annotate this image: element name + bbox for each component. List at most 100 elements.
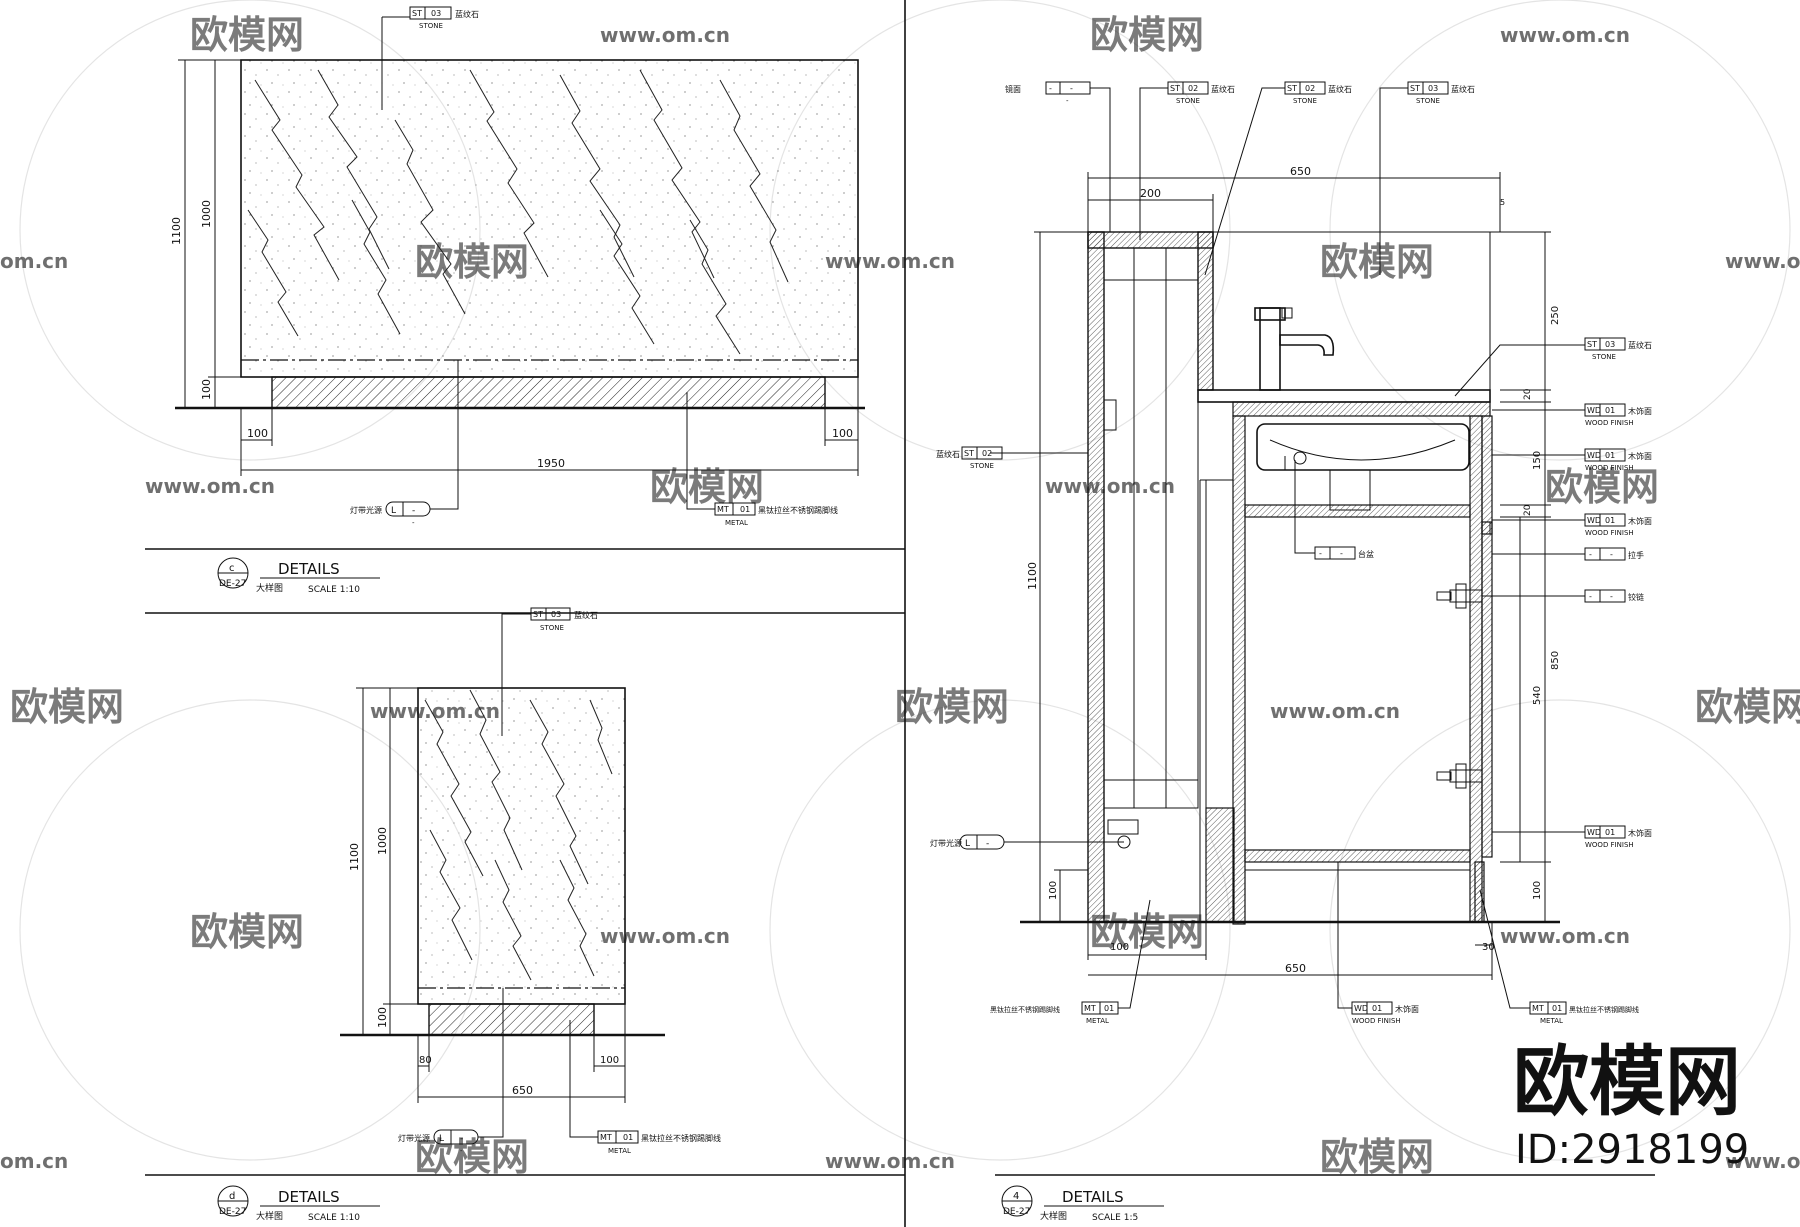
svg-text:MT: MT — [1084, 1004, 1096, 1013]
material-tag-basin: - - 台盆 — [1294, 460, 1374, 560]
svg-text:黑钛拉丝不锈钢踢脚线: 黑钛拉丝不锈钢踢脚线 — [1569, 1005, 1639, 1014]
svg-text:01: 01 — [1605, 516, 1615, 525]
detail-title-d: d DE-27 DETAILS 大样图 SCALE 1:10 — [217, 1185, 380, 1223]
detail-scale: SCALE 1:10 — [308, 1213, 360, 1223]
svg-text:03: 03 — [551, 610, 561, 619]
svg-text:-: - — [460, 1147, 463, 1155]
svg-text:灯带光源: 灯带光源 — [350, 505, 382, 515]
dim-top-left: 200 — [1140, 187, 1161, 200]
stone-wall-top — [1087, 231, 1214, 249]
detail-title: DETAILS — [1062, 1188, 1124, 1206]
svg-text:L: L — [965, 839, 970, 849]
dim-r-20b: 20 — [1523, 504, 1533, 516]
svg-text:蓝纹石: 蓝纹石 — [1451, 84, 1475, 94]
detail-subtitle: 大样图 — [256, 1210, 283, 1222]
svg-text:ST: ST — [412, 9, 422, 18]
svg-text:02: 02 — [1305, 84, 1315, 93]
countertop — [1197, 389, 1491, 403]
material-tag-metal: MT 01 黑钛拉丝不锈钢踢脚线 METAL — [597, 1130, 721, 1155]
dim-top-total: 650 — [1290, 165, 1311, 178]
svg-text:ST: ST — [1287, 84, 1297, 93]
material-tag-mirror: - - 镜面 - — [1005, 81, 1111, 233]
svg-text:STONE: STONE — [1293, 97, 1317, 105]
svg-text:STONE: STONE — [419, 22, 443, 30]
svg-text:MT: MT — [717, 505, 729, 514]
wall-cavity — [1103, 247, 1199, 809]
svg-text:WOOD FINISH: WOOD FINISH — [1585, 419, 1634, 427]
svg-text:蓝纹石: 蓝纹石 — [936, 449, 960, 459]
svg-text:蓝纹石: 蓝纹石 — [1328, 84, 1352, 94]
svg-text:拉手: 拉手 — [1628, 550, 1644, 560]
svg-text:-: - — [1319, 549, 1322, 558]
svg-text:WOOD FINISH: WOOD FINISH — [1585, 529, 1634, 537]
svg-text:03: 03 — [431, 9, 441, 18]
dim-bottom-right: 30 — [1482, 942, 1495, 953]
svg-text:-: - — [986, 839, 989, 849]
material-tag-light: L - 灯带光源 — [930, 834, 1124, 850]
svg-text:ST: ST — [1587, 340, 1597, 349]
dim-bottom-total: 650 — [1285, 962, 1306, 975]
marble-veins — [247, 69, 789, 355]
material-tag-metal: MT 01 黑钛拉丝不锈钢踢脚线 METAL — [1479, 889, 1639, 1025]
svg-text:MT: MT — [1532, 1004, 1544, 1013]
watermark-id: ID:2918199 — [1515, 1127, 1749, 1173]
leader-line — [478, 988, 504, 1138]
faucet — [1254, 307, 1335, 391]
svg-text:木饰面: 木饰面 — [1628, 828, 1652, 838]
detail-c: 1100 1000 100 100 100 1950 ST 03 蓝纹石 STO… — [170, 6, 865, 595]
watermark-url: www.om.cn — [1725, 249, 1800, 273]
dim-top-small: 5 — [1500, 198, 1505, 207]
material-tag-stone: ST 02 蓝纹石 STONE — [1139, 81, 1235, 240]
leader-line — [569, 1020, 598, 1138]
svg-text:WOOD FINISH: WOOD FINISH — [1585, 464, 1634, 472]
svg-text:WD: WD — [1587, 828, 1601, 837]
watermark-brand: 欧模网 — [1545, 465, 1659, 509]
stone-panel — [417, 687, 626, 1005]
svg-text:METAL: METAL — [725, 519, 748, 527]
dimension-lines — [178, 59, 859, 476]
dim-left: 100 — [247, 427, 268, 440]
material-tag-metal: MT 01 黑钛拉丝不锈钢踢脚线 METAL — [714, 502, 838, 527]
svg-text:01: 01 — [623, 1133, 633, 1142]
dim-right: 100 — [832, 427, 853, 440]
dim-r-250: 250 — [1550, 306, 1561, 325]
material-tag-wood: WD 01 木饰面 WOOD FINISH — [1492, 825, 1652, 849]
svg-text:灯带光源: 灯带光源 — [398, 1133, 430, 1143]
svg-text:01: 01 — [1605, 828, 1615, 837]
svg-text:黑钛拉丝不锈钢踢脚线: 黑钛拉丝不锈钢踢脚线 — [641, 1133, 721, 1143]
svg-text:01: 01 — [1372, 1004, 1382, 1013]
svg-text:L: L — [439, 1134, 444, 1144]
dim-r-850: 850 — [1550, 651, 1561, 670]
svg-text:MT: MT — [600, 1133, 612, 1142]
svg-text:台盆: 台盆 — [1358, 549, 1374, 559]
svg-text:WD: WD — [1587, 406, 1601, 415]
svg-text:STONE: STONE — [540, 624, 564, 632]
detail-letter: c — [229, 563, 235, 574]
material-tag-hinge: - - 铰链 — [1482, 589, 1644, 603]
svg-text:02: 02 — [982, 449, 992, 458]
watermark-logo-text: 欧模网 — [1513, 1037, 1741, 1126]
material-tag-wood: WD 01 木饰面 WOOD FINISH — [1492, 513, 1652, 537]
dim-r-150: 150 — [1532, 451, 1543, 470]
svg-text:-: - — [1589, 592, 1592, 601]
watermark-url: www.om.cn — [1045, 474, 1175, 498]
watermark-brand: 欧模网 — [1695, 685, 1800, 729]
svg-text:03: 03 — [1428, 84, 1438, 93]
watermark-url: www.om.cn — [1500, 23, 1630, 47]
dim-height-top: 1000 — [376, 827, 389, 855]
svg-text:木饰面: 木饰面 — [1628, 406, 1652, 416]
bracket — [1103, 399, 1117, 431]
watermark-brand: 欧模网 — [1090, 13, 1204, 57]
material-tag-light: L - 灯带光源 - — [350, 501, 431, 527]
metal-base — [271, 376, 826, 409]
drawer-front — [1481, 415, 1493, 535]
material-tag-wood: WD 01 木饰面 WOOD FINISH — [1492, 403, 1652, 427]
dim-right: 100 — [600, 1055, 619, 1066]
svg-text:-: - — [1610, 550, 1613, 559]
svg-text:WD: WD — [1587, 451, 1601, 460]
material-tag-stone: ST 03 蓝纹石 STONE — [382, 6, 479, 30]
door-panel — [1481, 521, 1493, 858]
material-tag-stone: ST 02 蓝纹石 STONE — [936, 446, 1088, 470]
stone-panel — [240, 59, 859, 378]
svg-text:木饰面: 木饰面 — [1628, 516, 1652, 526]
